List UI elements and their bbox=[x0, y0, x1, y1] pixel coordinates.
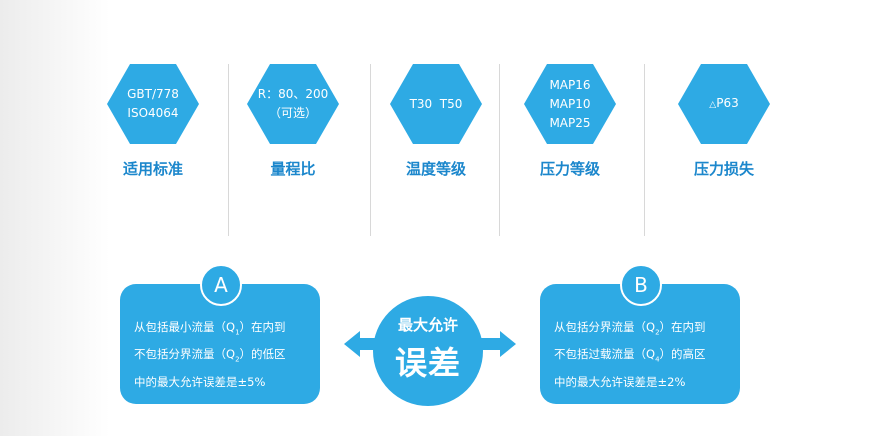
hex-line: （可选） bbox=[268, 106, 317, 120]
hex-line: ISO4064 bbox=[127, 106, 179, 120]
spec-label: 温度等级 bbox=[405, 160, 466, 178]
left-background-shade bbox=[0, 0, 110, 436]
card-text: 从包括最小流量（Q1）在内到 不包括分界流量（Q2）的低区 中的最大允许误差是±… bbox=[134, 320, 286, 389]
card-low-zone: A 从包括最小流量（Q1）在内到 不包括分界流量（Q2）的低区 中的最大允许误差… bbox=[120, 264, 320, 404]
double-arrow-icon bbox=[344, 331, 516, 357]
hex-line: R：80、200 bbox=[257, 87, 329, 101]
hexagon-badge: △P63 bbox=[678, 64, 770, 144]
spec-pressure-loss: △P63 压力损失 bbox=[664, 64, 784, 179]
hexagon-shape bbox=[107, 64, 199, 144]
spec-range-ratio: R：80、200 （可选） 量程比 bbox=[233, 64, 353, 179]
hex-line: GBT/778 bbox=[127, 87, 179, 101]
card-badge-a: A bbox=[200, 264, 242, 306]
spec-standard: GBT/778 ISO4064 适用标准 bbox=[93, 64, 213, 179]
hexagon-shape bbox=[390, 64, 482, 144]
spec-pressure-class: MAP16 MAP10 MAP25 压力等级 bbox=[510, 64, 630, 179]
hex-line: MAP25 bbox=[549, 115, 591, 130]
hexagon-badge: GBT/778 ISO4064 bbox=[107, 64, 199, 144]
card-badge-b: B bbox=[620, 264, 662, 306]
divider bbox=[499, 64, 500, 236]
hex-line: P63 bbox=[716, 95, 739, 110]
center-title: 误差 bbox=[394, 344, 461, 382]
spec-label: 压力等级 bbox=[539, 160, 600, 178]
divider bbox=[370, 64, 371, 236]
delta-icon: △ bbox=[709, 99, 717, 110]
card-text: 从包括分界流量（Q2）在内到 不包括过载流量（Q4）的高区 中的最大允许误差是±… bbox=[554, 320, 706, 389]
center-subtitle: 最大允许 bbox=[397, 316, 458, 334]
hexagon-shape bbox=[524, 64, 616, 144]
divider bbox=[644, 64, 645, 236]
hex-line: MAP16 bbox=[549, 77, 591, 92]
hex-line: T30 T50 bbox=[409, 96, 463, 111]
hexagon-badge: T30 T50 bbox=[390, 64, 482, 144]
hexagon-badge: MAP16 MAP10 MAP25 bbox=[524, 64, 616, 144]
hexagon-shape bbox=[247, 64, 339, 144]
max-error-circle: 最大允许 误差 bbox=[373, 296, 483, 406]
divider bbox=[228, 64, 229, 236]
hexagon-shape bbox=[678, 64, 770, 144]
hex-line: MAP10 bbox=[549, 96, 591, 111]
spec-label: 适用标准 bbox=[122, 160, 183, 178]
spec-temperature-class: T30 T50 温度等级 bbox=[376, 64, 496, 179]
hexagon-badge: R：80、200 （可选） bbox=[247, 64, 339, 144]
spec-label: 压力损失 bbox=[693, 160, 754, 178]
spec-label: 量程比 bbox=[270, 160, 316, 178]
card-high-zone: B 从包括分界流量（Q2）在内到 不包括过载流量（Q4）的高区 中的最大允许误差… bbox=[540, 264, 740, 404]
